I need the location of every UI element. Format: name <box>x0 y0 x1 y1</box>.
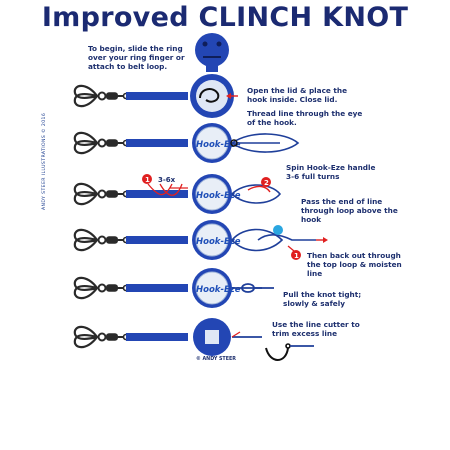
instruction-trim-line: Use the line cutter to trim excess line <box>272 320 360 339</box>
water-drop-icon <box>273 225 283 235</box>
brand-label: Hook-Eze <box>196 191 241 201</box>
step-row-6: © ANDY STEER <box>73 318 314 362</box>
step-row-3: Hook-Eze 1 3-6x 2 <box>73 173 282 215</box>
hook-icon <box>199 88 220 103</box>
maker-label: © ANDY STEER <box>196 356 236 362</box>
step-row-1 <box>73 33 238 118</box>
page-title: Improved CLINCH KNOT <box>41 2 409 33</box>
step-row-4: Hook-Eze 1 <box>73 219 328 261</box>
instruction-thread-line: Thread line through the eye of the hook. <box>247 109 363 128</box>
brand-label: Hook-Eze <box>196 140 241 150</box>
arrow-icon <box>226 93 231 99</box>
step-badge-1: 1 <box>294 252 299 260</box>
arrow-icon <box>323 237 328 243</box>
instruction-pass-line: Pass the end of line through loop above … <box>301 197 398 225</box>
turns-label: 3-6x <box>158 176 176 184</box>
instruction-pull-tight: Pull the knot tight; slowly & safely <box>283 290 362 309</box>
step-badge-2: 2 <box>264 179 269 187</box>
brand-label: Hook-Eze <box>196 285 241 295</box>
step-row-5: Hook-Eze <box>73 267 274 309</box>
instruction-back-out: Then back out through the top loop & moi… <box>307 251 402 279</box>
instruction-open-lid: Open the lid & place the hook inside. Cl… <box>247 86 348 105</box>
instruction-attach-ring: To begin, slide the ring over your ring … <box>88 44 185 72</box>
instruction-spin-handle: Spin Hook-Eze handle 3-6 full turns <box>286 163 376 182</box>
hook-icon <box>265 347 289 361</box>
step-row-2: Hook-Eze <box>73 122 300 164</box>
brand-label: Hook-Eze <box>196 237 241 247</box>
step-badge-1: 1 <box>145 176 150 184</box>
device-lid <box>195 33 229 67</box>
